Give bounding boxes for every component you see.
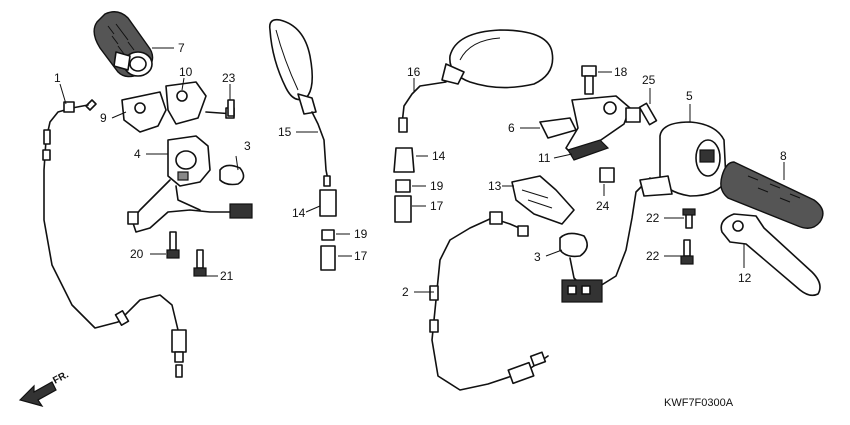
callout-18: 18 — [614, 65, 628, 79]
front-direction-arrow: FR. — [18, 369, 71, 408]
left-switch-housing — [127, 135, 253, 233]
callout-15: 15 — [278, 125, 292, 139]
left-mirror — [268, 18, 337, 271]
right-mirror — [393, 29, 554, 223]
callout-23: 23 — [222, 71, 236, 85]
diagram-code: KWF7F0300A — [664, 397, 734, 409]
callout-3: 3 — [244, 139, 251, 153]
right-bolts — [680, 208, 696, 265]
clutch-cable — [429, 211, 549, 391]
callout-6: 6 — [508, 121, 515, 135]
callout-4: 4 — [134, 147, 141, 161]
callout-14-left: 14 — [292, 206, 306, 220]
callout-9: 9 — [100, 111, 107, 125]
callouts: 1 2 3 3 4 5 6 7 8 9 10 11 12 13 14 14 14 — [54, 41, 787, 299]
callout-1: 1 — [54, 71, 61, 85]
callout-3-right: 3 — [534, 250, 541, 264]
callout-20: 20 — [130, 247, 144, 261]
callout-22-lower: 22 — [646, 249, 660, 263]
callout-11: 11 — [538, 151, 551, 165]
callout-8: 8 — [780, 149, 787, 163]
right-wiring — [559, 177, 651, 303]
clutch-bracket — [511, 65, 658, 225]
callout-25: 25 — [642, 73, 656, 87]
direction-label: FR. — [51, 369, 71, 386]
callout-2: 2 — [402, 285, 409, 299]
callout-24: 24 — [596, 199, 610, 213]
throttle-housing — [121, 81, 235, 133]
clutch-lever — [720, 213, 821, 297]
callout-19-right: 19 — [430, 179, 444, 193]
callout-12: 12 — [738, 271, 752, 285]
callout-19-left: 19 — [354, 227, 368, 241]
right-grip — [720, 161, 824, 229]
callout-16: 16 — [407, 65, 421, 79]
callout-21: 21 — [220, 269, 234, 283]
throttle-cable — [42, 99, 187, 378]
callout-5: 5 — [686, 89, 693, 103]
callout-10: 10 — [179, 65, 193, 79]
right-switch-housing — [639, 121, 727, 197]
left-bolts — [166, 99, 235, 277]
throttle-grip — [93, 11, 154, 78]
callout-14-right: 14 — [432, 149, 446, 163]
callout-22-upper: 22 — [646, 211, 660, 225]
callout-17-right: 17 — [430, 199, 444, 213]
callout-13: 13 — [488, 179, 502, 193]
callout-17-left: 17 — [354, 249, 368, 263]
callout-7: 7 — [178, 41, 185, 55]
